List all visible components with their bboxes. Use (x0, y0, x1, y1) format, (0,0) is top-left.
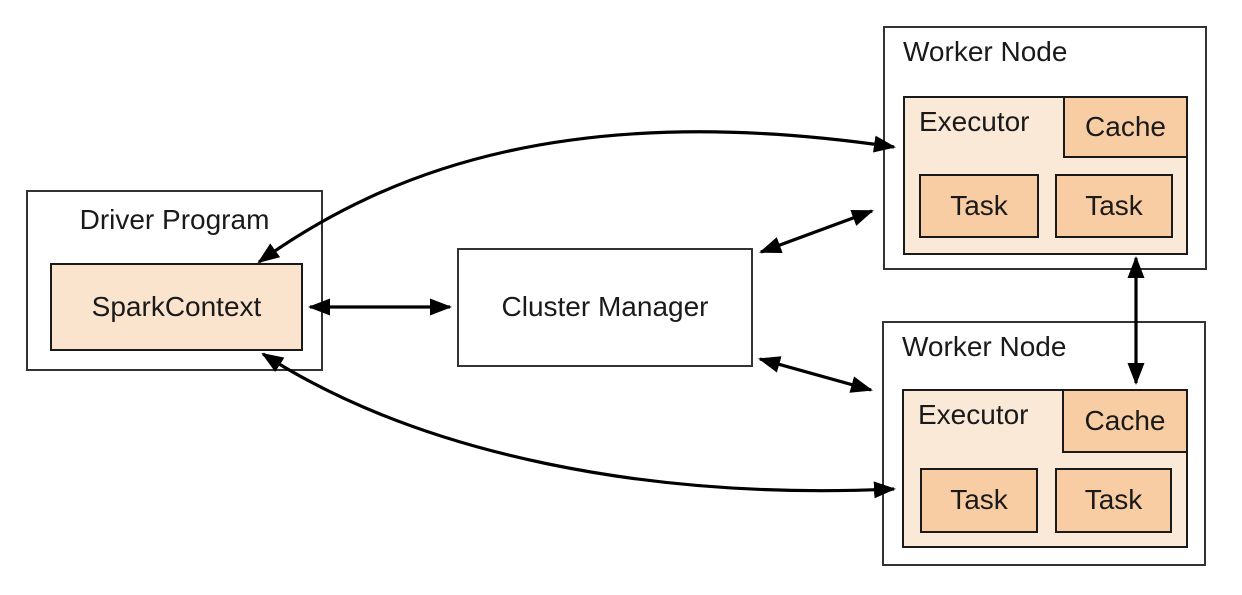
cluster-manager-node: Cluster Manager (457, 248, 753, 367)
spark-context-node: SparkContext (50, 263, 303, 351)
worker-node-bottom-label: Worker Node (902, 331, 1067, 362)
task-top-1-label: Task (950, 189, 1008, 221)
cache-top-node: Cache (1063, 96, 1188, 158)
worker-node-top-label: Worker Node (903, 36, 1068, 67)
driver-program-label: Driver Program (79, 204, 270, 235)
task-top-1-node: Task (919, 174, 1039, 238)
arrow-clustermanager-workertop (759, 209, 874, 254)
task-top-2-label: Task (1085, 189, 1143, 221)
cluster-manager-label: Cluster Manager (501, 291, 709, 323)
executor-bottom-label: Executor (918, 399, 1029, 430)
task-bottom-2-node: Task (1055, 468, 1172, 533)
arrow-sparkcontext-executorbottom-curved (261, 352, 896, 499)
task-top-2-node: Task (1055, 174, 1173, 238)
task-bottom-2-label: Task (1084, 484, 1143, 516)
arrow-clustermanager-workerbottom (758, 356, 873, 393)
executor-top-label: Executor (919, 106, 1030, 137)
cache-bottom-label: Cache (1084, 404, 1166, 436)
arrow-sparkcontext-executortop-curved (257, 130, 896, 264)
spark-context-label: SparkContext (91, 290, 262, 322)
cache-top-label: Cache (1085, 110, 1166, 142)
cache-bottom-node: Cache (1062, 389, 1188, 453)
task-bottom-1-node: Task (920, 468, 1038, 533)
task-bottom-1-label: Task (950, 484, 1008, 516)
